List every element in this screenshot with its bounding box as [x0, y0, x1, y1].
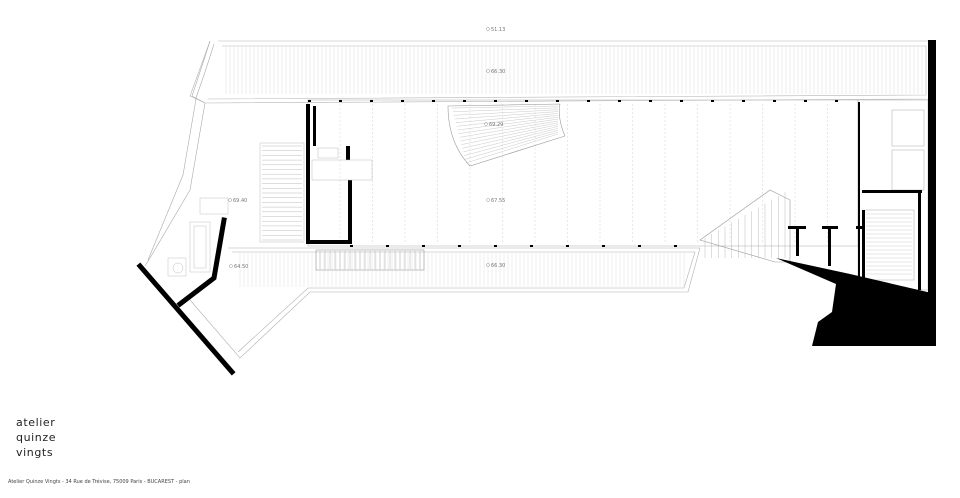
right-service: [857, 99, 929, 291]
logo-line-1: atelier: [16, 416, 56, 429]
svg-text:64.50: 64.50: [234, 264, 248, 270]
level-marker-center: 67.55: [486, 198, 505, 204]
lower-deck: [189, 247, 701, 359]
plan-caption: Atelier Quinze Vingts - 34 Rue de Trévis…: [8, 479, 190, 485]
level-marker-lower-deck: 66.30: [486, 263, 505, 269]
floor-plan-drawing: 51.13 66.30 69.29 67.55 69.40 64.50 66.3…: [136, 27, 936, 376]
top-deck-hatching: [225, 47, 923, 94]
diagonal-stair: [699, 189, 791, 263]
right-walls: [788, 40, 936, 300]
level-marker-left-lower: 64.50: [229, 264, 248, 270]
svg-text:67.55: 67.55: [491, 198, 505, 204]
left-stair: [259, 142, 305, 243]
level-marker-stair-upper: 69.29: [484, 122, 503, 128]
core-walls: [306, 104, 352, 244]
svg-text:69.29: 69.29: [489, 122, 503, 128]
rock-mass: [776, 258, 936, 346]
logo-line-3: vingts: [16, 446, 54, 459]
level-marker-left-platform: 69.40: [228, 198, 247, 204]
top-deck: [189, 40, 931, 104]
left-boundary: [144, 40, 215, 267]
left-room: [167, 197, 229, 277]
level-markers: 51.13 66.30 69.29 67.55 69.40 64.50 66.3…: [228, 27, 505, 270]
level-marker-top: 51.13: [486, 27, 505, 33]
svg-text:51.13: 51.13: [491, 27, 505, 33]
svg-text:66.30: 66.30: [491, 263, 505, 269]
central-curved-stair: [447, 103, 566, 167]
core-outline: [311, 147, 373, 181]
svg-text:66.30: 66.30: [491, 69, 505, 75]
svg-text:69.40: 69.40: [233, 198, 247, 204]
level-marker-upper-deck: 66.30: [486, 69, 505, 75]
main-hall: [307, 99, 859, 247]
left-thick-walls: [136, 217, 236, 376]
logo-line-2: quinze: [16, 431, 57, 444]
atelier-logo: atelier quinze vingts: [16, 415, 56, 460]
